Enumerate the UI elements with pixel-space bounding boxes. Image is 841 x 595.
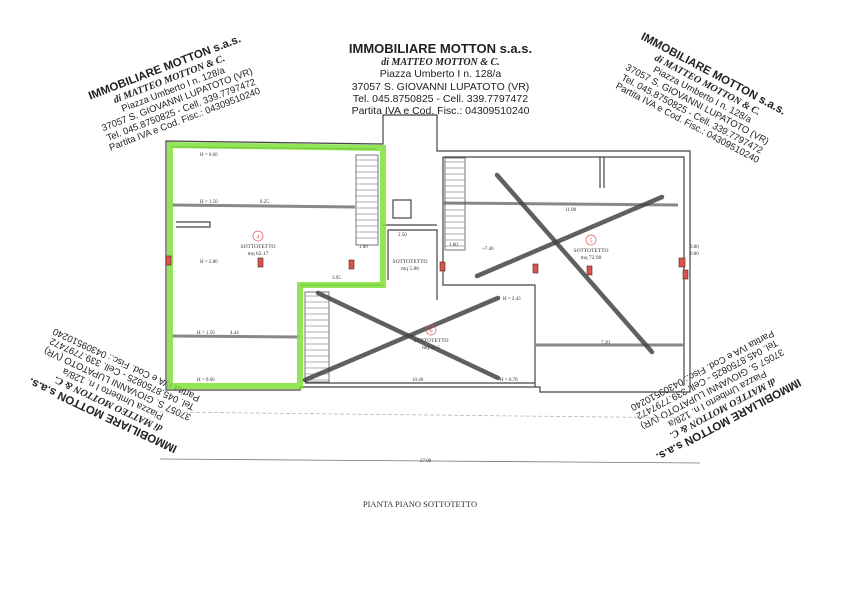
room-4-highlight xyxy=(167,141,386,389)
stamp-city: 37057 S. GIOVANNI LUPATOTO (VR) xyxy=(351,80,530,93)
height-label: H = 0.60 xyxy=(197,378,215,383)
dimension-label: 0.80 xyxy=(690,252,699,257)
overall-width-label: 27.00 xyxy=(420,459,432,464)
overall-dimension-line xyxy=(159,458,701,464)
room-4-name: SOTTOTETTO xyxy=(241,244,276,250)
room-4-area: mq 62.17 xyxy=(248,251,269,257)
stamp-phone: Tel. 045.8750825 - Cell. 339.7797472 xyxy=(352,92,529,105)
height-label: H = 1.50 xyxy=(197,331,215,336)
stamp-company: IMMOBILIARE MOTTON s.a.s. xyxy=(348,41,533,56)
dimension-label: 0.80 xyxy=(690,245,699,250)
dimension-label: 4.44 xyxy=(230,331,239,336)
vent-markers xyxy=(165,255,689,280)
room-5-marker xyxy=(585,234,597,246)
dimension-label: 10.40 xyxy=(412,378,424,383)
room-6-name: SOTTOTETTO xyxy=(414,338,449,344)
dashed-line xyxy=(159,411,701,419)
height-label: H = 0.60 xyxy=(200,153,218,158)
room-5-area: mq 72.90 xyxy=(581,255,602,261)
dimension-label: 3.95 xyxy=(332,276,341,281)
room-6-marker xyxy=(425,324,437,336)
stair-treads xyxy=(305,159,465,381)
company-stamp-top: IMMOBILIARE MOTTON s.a.s. di MATTEO MOTT… xyxy=(333,41,548,117)
room-4-marker xyxy=(252,230,264,242)
room-5-name: SOTTOTETTO xyxy=(574,248,609,254)
stamp-address: Piazza Umberto I n. 128/a xyxy=(379,68,502,81)
dimension-label: 1.00 xyxy=(359,245,368,250)
plan-title: PIANTA PIANO SOTTOTETTO xyxy=(363,499,477,509)
room-small-area: mq 5.86 xyxy=(401,266,419,272)
room-5-number: 5 xyxy=(590,239,593,245)
crossed-out-marks xyxy=(302,172,665,383)
room-small-name: SOTTOTETTO xyxy=(393,259,428,265)
height-label: H = 2.80 xyxy=(200,260,218,265)
dimension-label: 7.20 xyxy=(601,341,610,346)
stamp-vat: Partita IVA e Cod. Fisc.: 04309510240 xyxy=(351,104,530,117)
dimension-label: 2.50 xyxy=(398,233,407,238)
stamp-owner: di MATTEO MOTTON & C. xyxy=(381,56,500,68)
height-label: +7.40 xyxy=(482,247,494,252)
dimension-label: 11.00 xyxy=(565,208,577,213)
room-4-number: 4 xyxy=(257,235,260,241)
dimension-label: 1.00 xyxy=(449,243,458,248)
room-6-area: mq 41.5 xyxy=(422,345,440,351)
height-label: H = 2.43 xyxy=(503,297,521,302)
dimension-label: 8.25 xyxy=(260,200,269,205)
height-label: H = 0.78 xyxy=(500,378,518,383)
room-6-number: 6 xyxy=(430,329,433,335)
height-label: H = 1.50 xyxy=(200,200,218,205)
